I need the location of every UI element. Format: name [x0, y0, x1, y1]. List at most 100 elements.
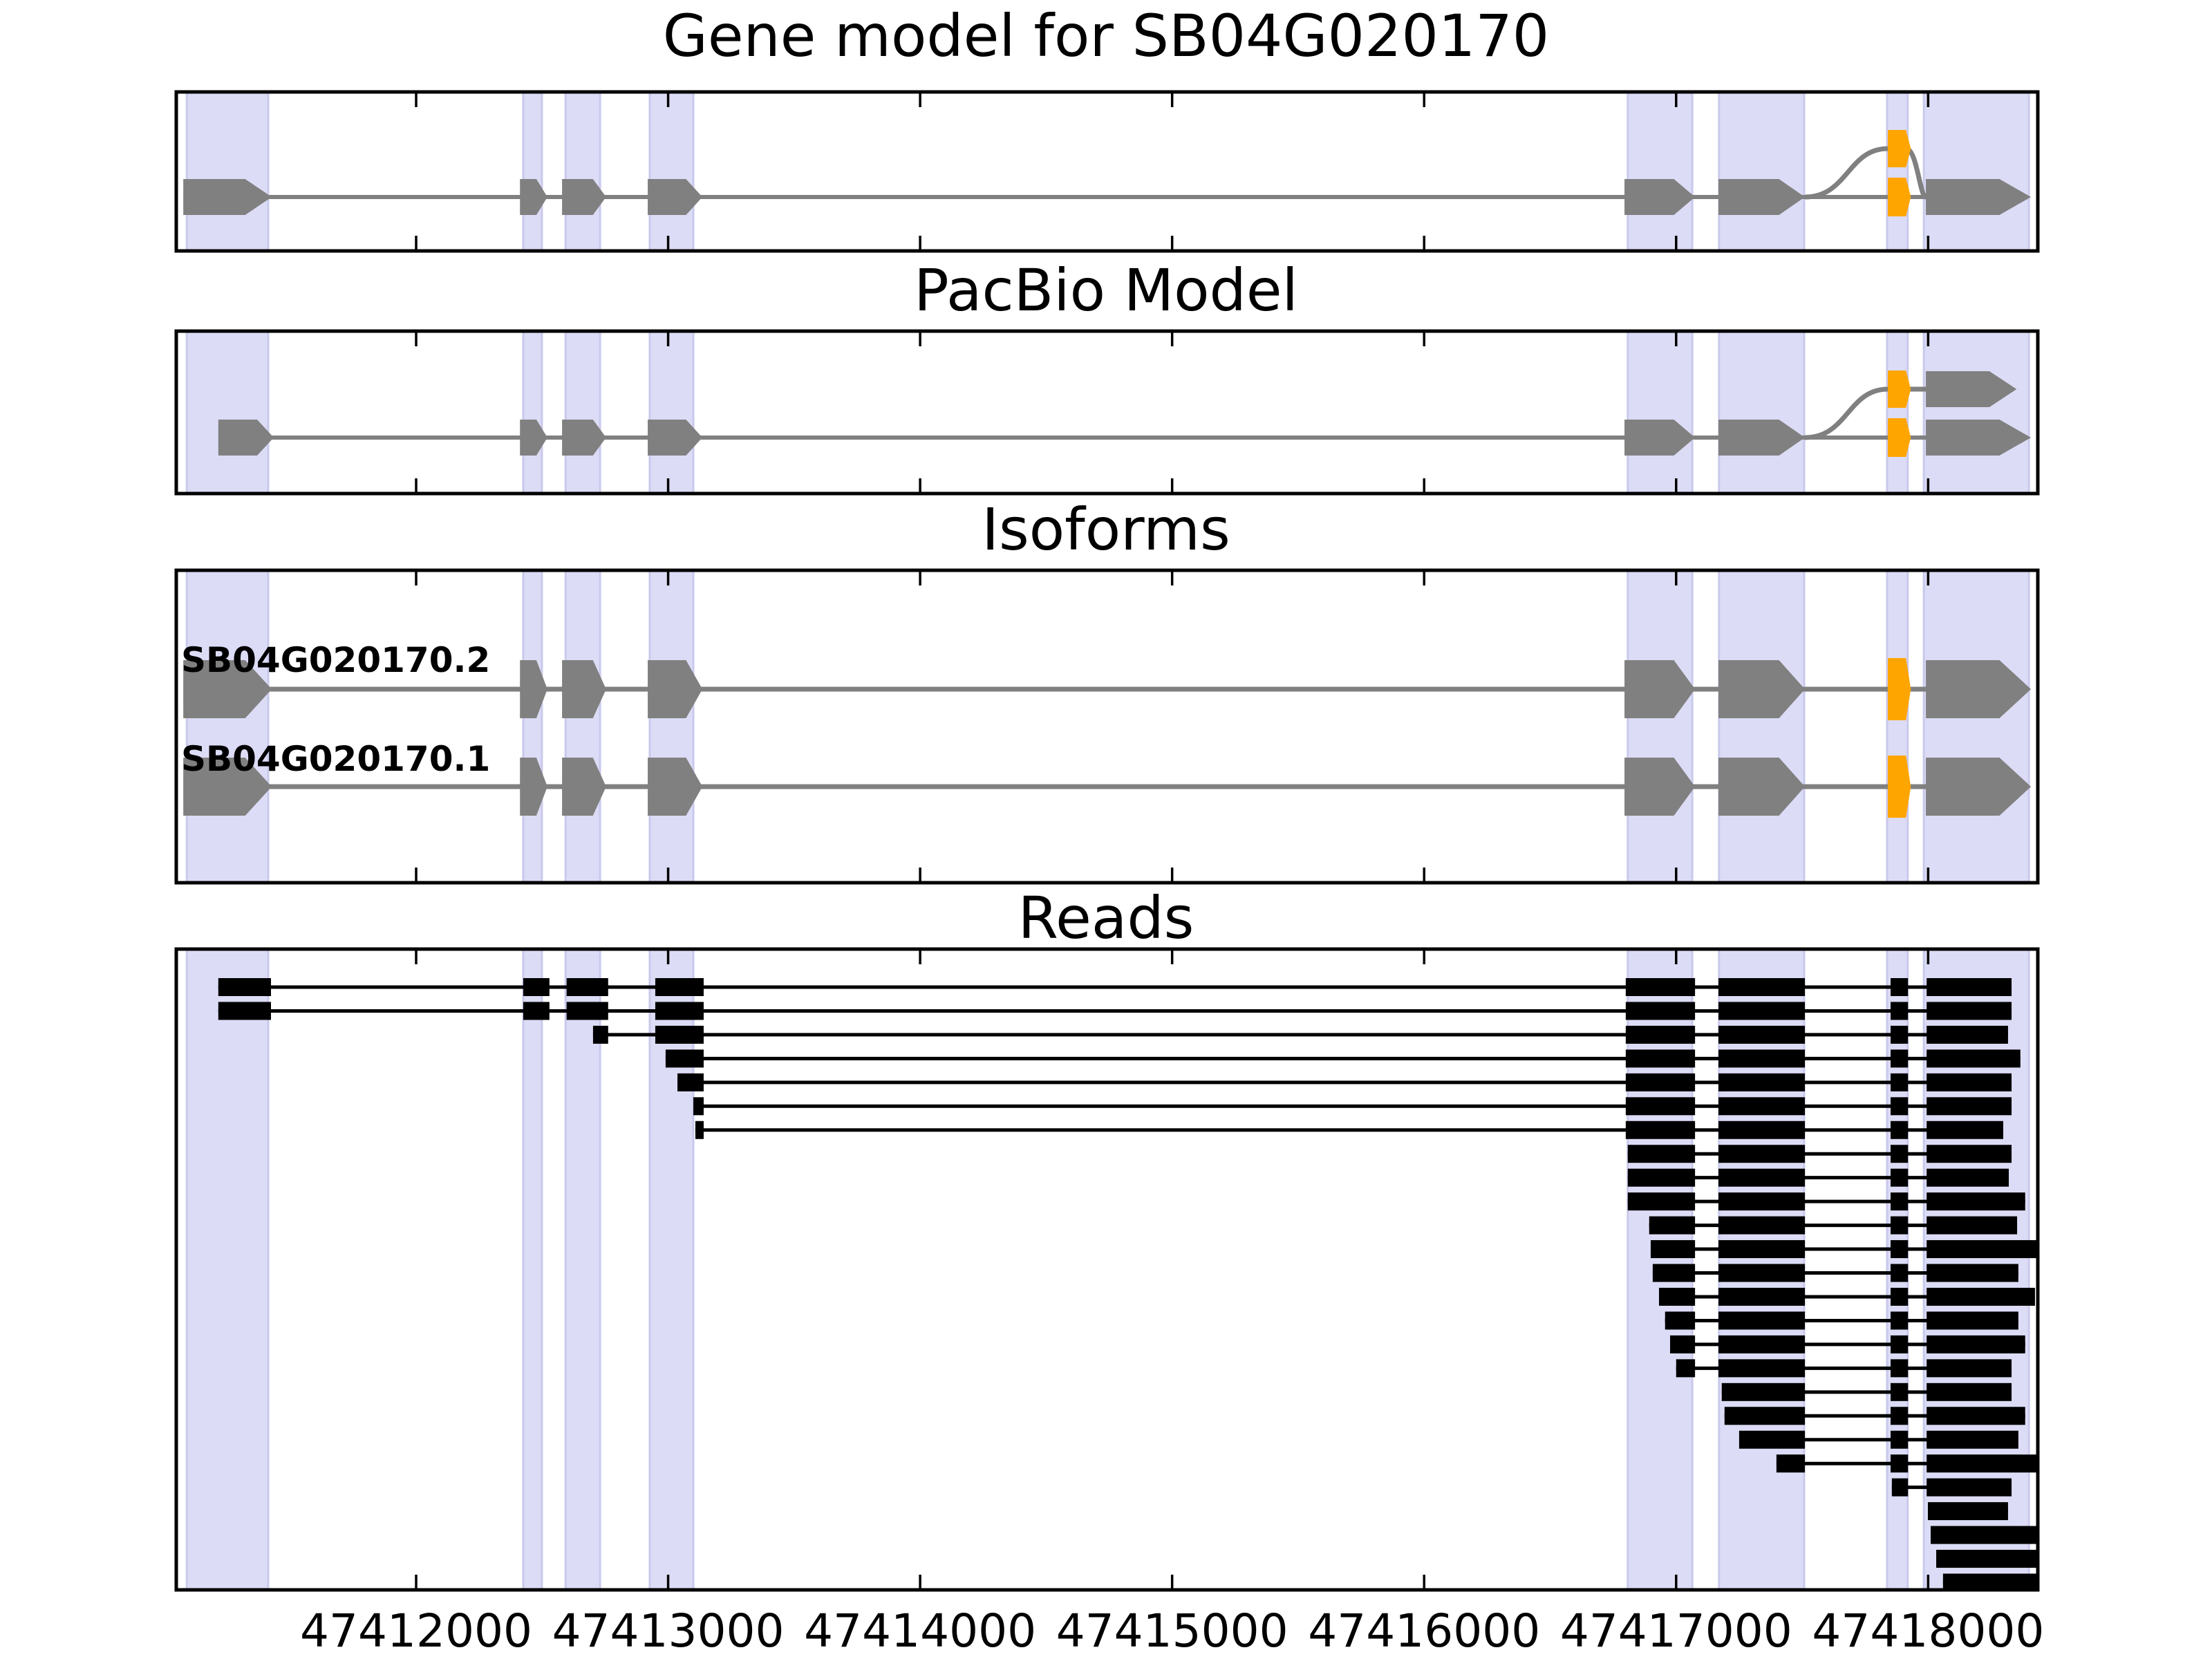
isoform-exon	[1624, 660, 1696, 718]
read-exon	[592, 1025, 608, 1044]
read-exon	[1718, 1168, 1806, 1187]
isoform-label-2: SB04G020170.2	[181, 640, 491, 680]
panel-border	[174, 329, 2040, 496]
read-exon	[1927, 1145, 2012, 1163]
read-exon	[1927, 1073, 2012, 1091]
read-exon	[1891, 1025, 1909, 1044]
isoforms-title: Isoforms	[982, 496, 1230, 563]
highlight-band	[1922, 91, 2030, 252]
highlight-band	[1718, 91, 1806, 252]
highlight-band	[1627, 569, 1694, 884]
read-exon	[1718, 1335, 1806, 1353]
read-exon	[1625, 978, 1696, 996]
read-exon	[655, 1002, 704, 1020]
read-exon	[1927, 1502, 2008, 1521]
exon	[648, 179, 703, 215]
read-exon	[1891, 1430, 1909, 1449]
read-exon	[523, 1002, 550, 1020]
read-exon	[1931, 1526, 2038, 1544]
read-exon	[1718, 1264, 1806, 1282]
read-exon	[1627, 1192, 1696, 1211]
read-exon	[1625, 1073, 1696, 1091]
read-exon	[1927, 1192, 2025, 1211]
final-exon-lower	[1926, 420, 2032, 456]
read-exon	[1891, 1168, 1909, 1187]
read-exon	[1718, 1097, 1806, 1116]
isoform-exon	[562, 758, 606, 816]
final-exon	[1926, 179, 2032, 215]
exon	[520, 179, 547, 215]
highlight-band	[1922, 330, 2030, 495]
highlight-band	[1627, 91, 1694, 252]
highlight-band	[1886, 330, 1909, 495]
read-exon	[566, 978, 608, 996]
highlight-band	[564, 948, 601, 1591]
read-exon	[1718, 1002, 1806, 1020]
read-exon	[1927, 1121, 2003, 1139]
exon	[1624, 420, 1696, 456]
read-exon	[1718, 1287, 1806, 1306]
read-exon	[1891, 1287, 1909, 1306]
isoform-exon	[1718, 660, 1806, 718]
panel-border	[174, 568, 2040, 885]
read-exon	[665, 1049, 704, 1068]
highlight-band	[1627, 330, 1694, 495]
read-exon	[523, 978, 550, 996]
read-exon	[1927, 1240, 2038, 1259]
read-exon	[1718, 1025, 1806, 1044]
read-exon	[1627, 1145, 1696, 1163]
read-exon	[1927, 1311, 2018, 1330]
isoform-exon	[1624, 758, 1696, 816]
highlight-band	[648, 569, 695, 884]
read-exon	[1927, 1025, 2008, 1044]
read-exon	[1738, 1430, 1806, 1449]
exon	[218, 420, 274, 456]
isoform-label-1: SB04G020170.1	[181, 739, 491, 779]
read-exon	[1718, 1311, 1806, 1330]
read-exon	[1891, 1407, 1909, 1425]
read-exon	[1891, 1311, 1909, 1330]
isoform-final-exon	[1926, 660, 2032, 718]
read-exon	[1625, 1002, 1696, 1020]
isoform-exon	[183, 758, 272, 816]
x-tick-label: 47415000	[1056, 1604, 1288, 1658]
read-exon	[1891, 1145, 1909, 1163]
gene-model-title: Gene model for SB04G020170	[662, 2, 1550, 70]
pacbio-title: PacBio Model	[914, 256, 1298, 324]
read-exon	[1891, 1264, 1909, 1282]
read-exon	[1659, 1287, 1696, 1306]
orange-exon-lower	[1888, 178, 1911, 216]
read-exon	[1927, 1335, 2025, 1353]
read-exon	[1891, 1097, 1909, 1116]
highlight-band	[1886, 569, 1909, 884]
orange-exon-lower	[1888, 418, 1911, 457]
read-exon	[1927, 1382, 2012, 1401]
read-exon	[1625, 1049, 1696, 1068]
read-exon	[1891, 1359, 1909, 1378]
read-exon	[1718, 1121, 1806, 1139]
exon	[562, 179, 606, 215]
read-exon	[655, 978, 704, 996]
highlight-band	[564, 330, 601, 495]
exon	[520, 420, 547, 456]
highlight-band	[522, 948, 543, 1591]
read-exon	[1718, 1192, 1806, 1211]
read-exon	[1676, 1359, 1696, 1378]
isoform-exon	[562, 660, 606, 718]
final-exon-upper	[1926, 371, 2017, 407]
isoform-orange-exon	[1888, 756, 1911, 818]
highlight-band	[648, 948, 695, 1591]
read-exon	[1665, 1311, 1696, 1330]
highlight-band	[1886, 91, 1909, 252]
read-exon	[1891, 1335, 1909, 1353]
read-exon	[1718, 978, 1806, 996]
x-tick-label: 47413000	[552, 1604, 785, 1658]
isoform-orange-exon	[1888, 658, 1911, 720]
highlight-band	[185, 330, 270, 495]
highlight-band	[1718, 330, 1806, 495]
read-exon	[1891, 1382, 1909, 1401]
read-exon	[1927, 1049, 2021, 1068]
highlight-band	[1922, 569, 2030, 884]
read-exon	[218, 1002, 272, 1020]
isoform-exon	[1718, 758, 1806, 816]
